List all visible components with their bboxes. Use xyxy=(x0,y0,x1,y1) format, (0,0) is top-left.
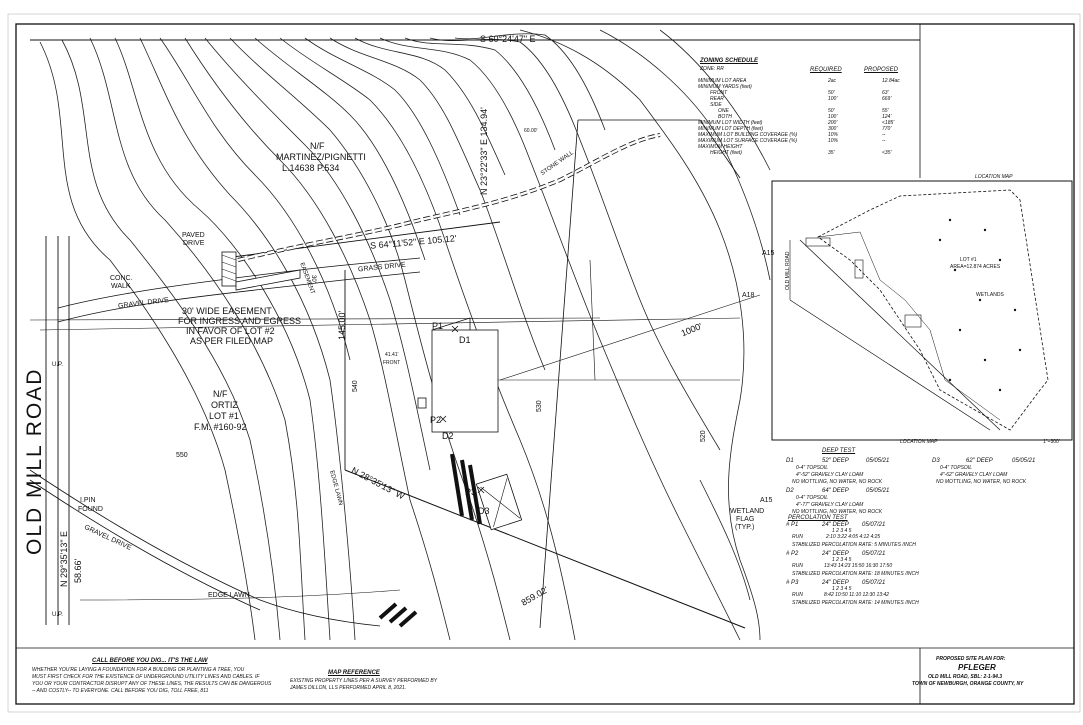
test-d3: D3 xyxy=(478,506,490,516)
test-p2: P2 xyxy=(430,415,442,425)
radius-line xyxy=(499,294,761,381)
zoning-row: MAXIMUM LOT BUILDING COVERAGE (%)10%-- xyxy=(698,132,886,138)
location-map-scale: 1"=300' xyxy=(1043,439,1060,445)
zoning-row: MINIMUM LOT WIDTH (feet)200'<185' xyxy=(698,120,895,126)
zoning-row: MAXIMUM HEIGHT xyxy=(698,144,743,150)
zoning-row: MINIMUM YARDS (feet) xyxy=(698,84,752,90)
zoning-row: HEIGHT (feet)35'<35' xyxy=(710,150,892,156)
ipin-label: I.PIN xyxy=(80,497,96,504)
call-note-1: WHETHER YOU'RE LAYING A FOUNDATION FOR A… xyxy=(32,667,245,673)
septic-trenches xyxy=(378,453,482,628)
paved-drive-label: DRIVE xyxy=(183,240,205,247)
utility-pole-2: U.P. xyxy=(52,612,63,618)
nf-label-1: N/F xyxy=(310,141,325,151)
setback-60: 60.00' xyxy=(524,128,538,134)
test-hole-markers xyxy=(439,325,485,494)
nf-label-2: N/F xyxy=(213,389,228,399)
property-lines xyxy=(29,39,920,629)
location-map-bottom-label: LOCATION MAP xyxy=(900,439,938,445)
location-map-lot: LOT #1 xyxy=(960,257,977,263)
ortiz-filed-map: F.M. #160-92 xyxy=(194,422,247,432)
zoning-col-proposed: PROPOSED xyxy=(864,67,899,73)
road-name: OLD MILL ROAD xyxy=(23,367,46,555)
easement-note-1: 30' WIDE EASEMENT xyxy=(182,306,272,316)
map-reference-2: JAMES DILLON, LLS PERFORMED APRIL 8, 202… xyxy=(290,685,407,691)
proposed-house xyxy=(417,317,499,433)
contour-540: 540 xyxy=(352,380,359,392)
conc-label: CONC. xyxy=(110,275,133,282)
zoning-title: ZONING SCHEDULE xyxy=(700,58,759,64)
location-map-area: AREA=12.874 ACRES xyxy=(950,264,1001,270)
ortiz-owner: ORTIZ xyxy=(211,400,238,410)
location-map-top-label: LOCATION MAP xyxy=(975,174,1013,180)
call-note-2: MUST FIRST CHECK FOR THE EXISTENCE OF UN… xyxy=(32,674,260,680)
title-block-town: TOWN OF NEWBURGH, ORANGE COUNTY, NY xyxy=(912,681,1024,687)
location-map-wetlands: WETLANDS xyxy=(976,292,1004,298)
martinez-reference: L.14638 P.534 xyxy=(282,163,340,173)
contour-550: 550 xyxy=(176,452,188,459)
easement-note-4: AS PER FILED MAP xyxy=(190,336,274,346)
thirty-foot-label: 30' xyxy=(310,275,316,283)
wetland-flag-a15-b: A15 xyxy=(760,497,773,504)
road-frontage-distance: 58.66' xyxy=(73,558,83,583)
title-block-client: PFLEGER xyxy=(958,663,996,672)
zoning-row: MINIMUM LOT DEPTH (feet)300'770' xyxy=(698,126,892,132)
north-line-bearing: S 60°24'47" E xyxy=(480,34,536,44)
ortiz-lot: LOT #1 xyxy=(209,411,239,421)
front-label: FRONT xyxy=(383,360,401,366)
zoning-row: SIDE xyxy=(710,102,722,108)
topographic-contours xyxy=(39,29,771,641)
stone-wall xyxy=(237,133,661,262)
east-line-bearing: N 23°22'33" E 134.94' xyxy=(479,107,489,195)
contour-530: 530 xyxy=(536,400,543,412)
deep-test-title: DEEP TEST xyxy=(822,448,856,454)
road-edges xyxy=(45,236,70,625)
map-reference-1: EXISTING PROPERTY LINES PER A SURVEY PER… xyxy=(290,678,438,684)
title-block-address: OLD MILL ROAD, SBL: 2-1-94.3 xyxy=(928,674,1003,680)
wetland-label-2: FLAG xyxy=(736,516,755,523)
zoning-zone: ZONE: RR xyxy=(700,66,724,72)
zoning-row: MAXIMUM LOT SURFACE COVERAGE (%)10%-- xyxy=(698,138,886,144)
easement-note-3: IN FAVOR OF LOT #2 xyxy=(186,326,275,336)
easement-note-2: FOR INGRESS AND EGRESS xyxy=(178,316,302,326)
wetland-flag-a15: A15 xyxy=(762,250,775,257)
test-p1: P1 xyxy=(432,321,444,331)
utility-pole-1: U.P. xyxy=(52,362,63,368)
call-note-3: YOU OR YOUR CONTRACTOR DISRUPT ANY OF TH… xyxy=(32,681,272,687)
paved-label: PAVED xyxy=(182,232,205,239)
martinez-owner: MARTINEZ/PIGNETTI xyxy=(276,152,366,162)
map-reference-title: MAP REFERENCE xyxy=(328,670,380,676)
location-map-inset xyxy=(771,180,1073,441)
walk-label: WALK xyxy=(111,283,131,290)
zoning-col-required: REQUIRED xyxy=(810,67,842,73)
test-p3: P3 xyxy=(465,487,477,497)
location-map-road: OLD MILL ROAD xyxy=(785,251,791,290)
contour-520: 520 xyxy=(700,430,707,442)
edge-lawn-label: EDGE LAWN xyxy=(208,592,250,599)
wetland-flag-a18: A18 xyxy=(742,292,755,299)
road-frontage-bearing: N 29°35'13" E xyxy=(59,530,69,587)
call-before-dig-title: CALL BEFORE YOU DIG... IT'S THE LAW xyxy=(92,658,208,664)
wetland-label-3: (TYP.) xyxy=(735,524,755,531)
setback-41: 41.41' xyxy=(385,352,399,358)
driveways xyxy=(29,251,421,627)
dist-145: 145.00' xyxy=(337,310,347,340)
test-d2: D2 xyxy=(442,431,454,441)
call-note-4: -- AND COSTLY-- TO EVERYONE. CALL BEFORE… xyxy=(32,688,209,694)
wetland-label-1: WETLAND xyxy=(730,508,765,515)
found-label: FOUND xyxy=(78,506,103,513)
perc-test-title: PERCOLATION TEST xyxy=(788,515,848,521)
test-d1: D1 xyxy=(459,335,471,345)
title-block-line1: PROPOSED SITE PLAN FOR: xyxy=(936,656,1006,662)
